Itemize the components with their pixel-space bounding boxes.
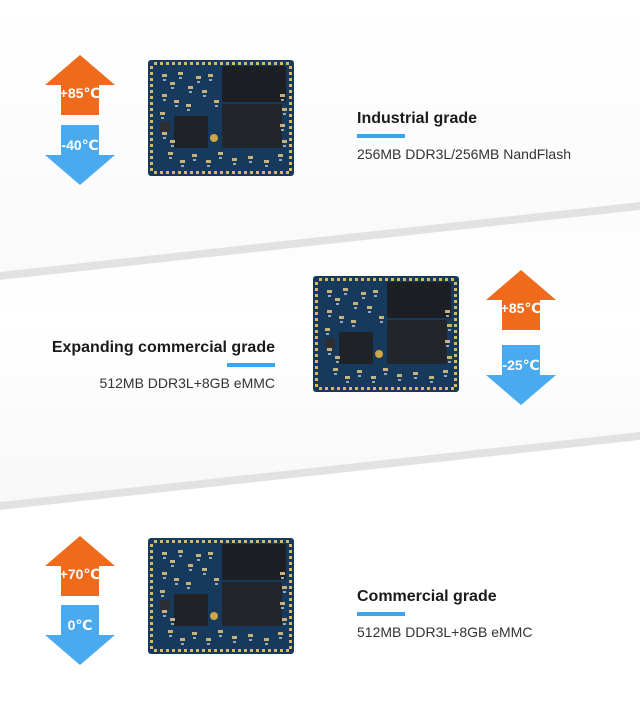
grade-info-industrial: Industrial grade 256MB DDR3L/256MB NandF… [357, 110, 571, 162]
grade-title: Industrial grade [357, 110, 478, 127]
hot-temperature-arrow-icon: +85℃ [486, 270, 556, 330]
grade-title: Expanding commercial grade [51, 339, 275, 356]
max-temperature-label: +85℃ [59, 85, 101, 101]
hot-temperature-arrow-icon: +85℃ [45, 55, 115, 115]
min-temperature-label: 0℃ [67, 617, 93, 633]
accent-underline [357, 134, 405, 138]
min-temperature-label: -40℃ [61, 137, 99, 153]
hot-temperature-arrow-icon: +70℃ [45, 536, 115, 596]
som-board-image [148, 538, 294, 654]
cold-temperature-arrow-icon: -25℃ [486, 345, 556, 405]
cold-temperature-arrow-icon: -40℃ [45, 125, 115, 185]
grade-info-commercial: Commercial grade 512MB DDR3L+8GB eMMC [357, 588, 532, 640]
min-temperature-label: -25℃ [502, 357, 540, 373]
grade-info-expanding: Expanding commercial grade 512MB DDR3L+8… [20, 339, 275, 391]
grade-title: Commercial grade [357, 588, 497, 605]
accent-underline [227, 363, 275, 367]
accent-underline [357, 612, 405, 616]
memory-spec: 256MB DDR3L/256MB NandFlash [357, 146, 571, 162]
som-board-image [148, 60, 294, 176]
cold-temperature-arrow-icon: 0℃ [45, 605, 115, 665]
memory-spec: 512MB DDR3L+8GB eMMC [99, 375, 275, 391]
max-temperature-label: +85℃ [500, 300, 542, 316]
max-temperature-label: +70℃ [59, 566, 101, 582]
som-board-image [313, 276, 459, 392]
memory-spec: 512MB DDR3L+8GB eMMC [357, 624, 533, 640]
